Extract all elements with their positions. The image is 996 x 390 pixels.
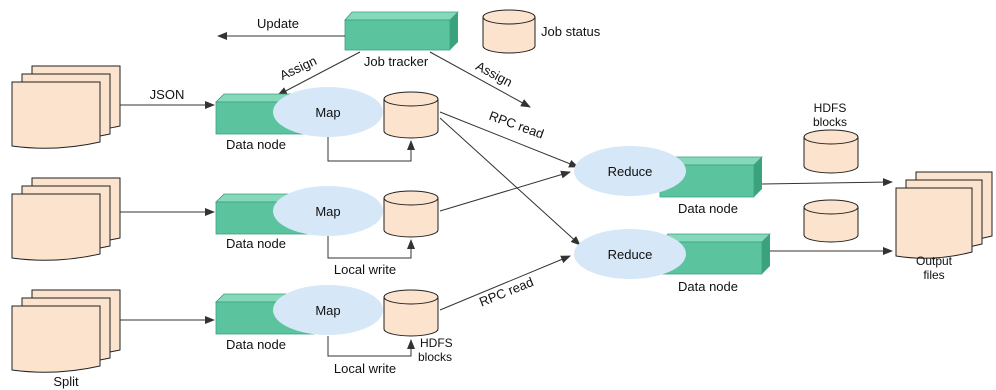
hdfs-blocks-top-line1: HDFS (814, 101, 847, 115)
hdfs-cylinder-bottom (803, 199, 859, 243)
reduce-node-2: Reduce Data node (574, 229, 771, 294)
map-2-label: Map (315, 204, 340, 219)
map-3-local-write: Local write (334, 361, 396, 376)
job-status-cylinder: Job status (482, 9, 601, 54)
reduce-1-label: Reduce (608, 164, 653, 179)
reduce-1-node-label: Data node (678, 201, 738, 216)
assign-left-label: Assign (277, 53, 319, 83)
map-1-node-label: Data node (226, 137, 286, 152)
job-tracker-label: Job tracker (364, 54, 429, 69)
map-2-local-write: Local write (334, 262, 396, 277)
reduce-2-node-label: Data node (678, 279, 738, 294)
shuffle-arrow-2 (439, 170, 571, 212)
map-3-node-label: Data node (226, 337, 286, 352)
assign-right-label: Assign (473, 58, 515, 90)
shuffle-arrow-1a (439, 111, 579, 168)
map-node-2: Map Data node Local write (215, 186, 439, 277)
input-docs-1 (11, 65, 121, 149)
output-files-line2: files (923, 268, 944, 282)
assign-arrow-left (277, 51, 361, 96)
hdfs-cylinder-top (803, 129, 859, 174)
map-node-3: Map Data node Local write HDFS blocks (215, 285, 453, 376)
input-docs-3 (11, 289, 121, 373)
reduce-node-1: Reduce Data node (574, 146, 763, 216)
output-arrow-1 (761, 178, 893, 187)
rpc-read-bottom-label: RPC read (477, 274, 536, 309)
rpc-read-top-label: RPC read (487, 108, 546, 142)
hdfs-blocks-bottom-line1: HDFS (420, 336, 453, 350)
output-files-line1: Output (916, 254, 953, 268)
map-node-1: Map Data node (215, 87, 439, 162)
reduce-2-label: Reduce (608, 247, 653, 262)
job-tracker: Job tracker (344, 11, 459, 69)
split-label: Split (53, 374, 79, 389)
map-2-node-label: Data node (226, 236, 286, 251)
shuffle-arrow-1b (439, 117, 581, 246)
job-status-label: Job status (541, 24, 601, 39)
map-3-label: Map (315, 303, 340, 318)
hdfs-blocks-bottom-line2: blocks (418, 350, 452, 364)
output-docs (895, 171, 993, 259)
json-label: JSON (150, 87, 185, 102)
update-label: Update (257, 16, 299, 31)
shuffle-arrow-3 (439, 255, 571, 311)
update-arrow: Update (217, 16, 345, 40)
map-1-label: Map (315, 105, 340, 120)
input-docs-2 (11, 177, 121, 261)
hdfs-blocks-top-line2: blocks (813, 115, 847, 129)
assign-arrow-right (429, 51, 531, 108)
